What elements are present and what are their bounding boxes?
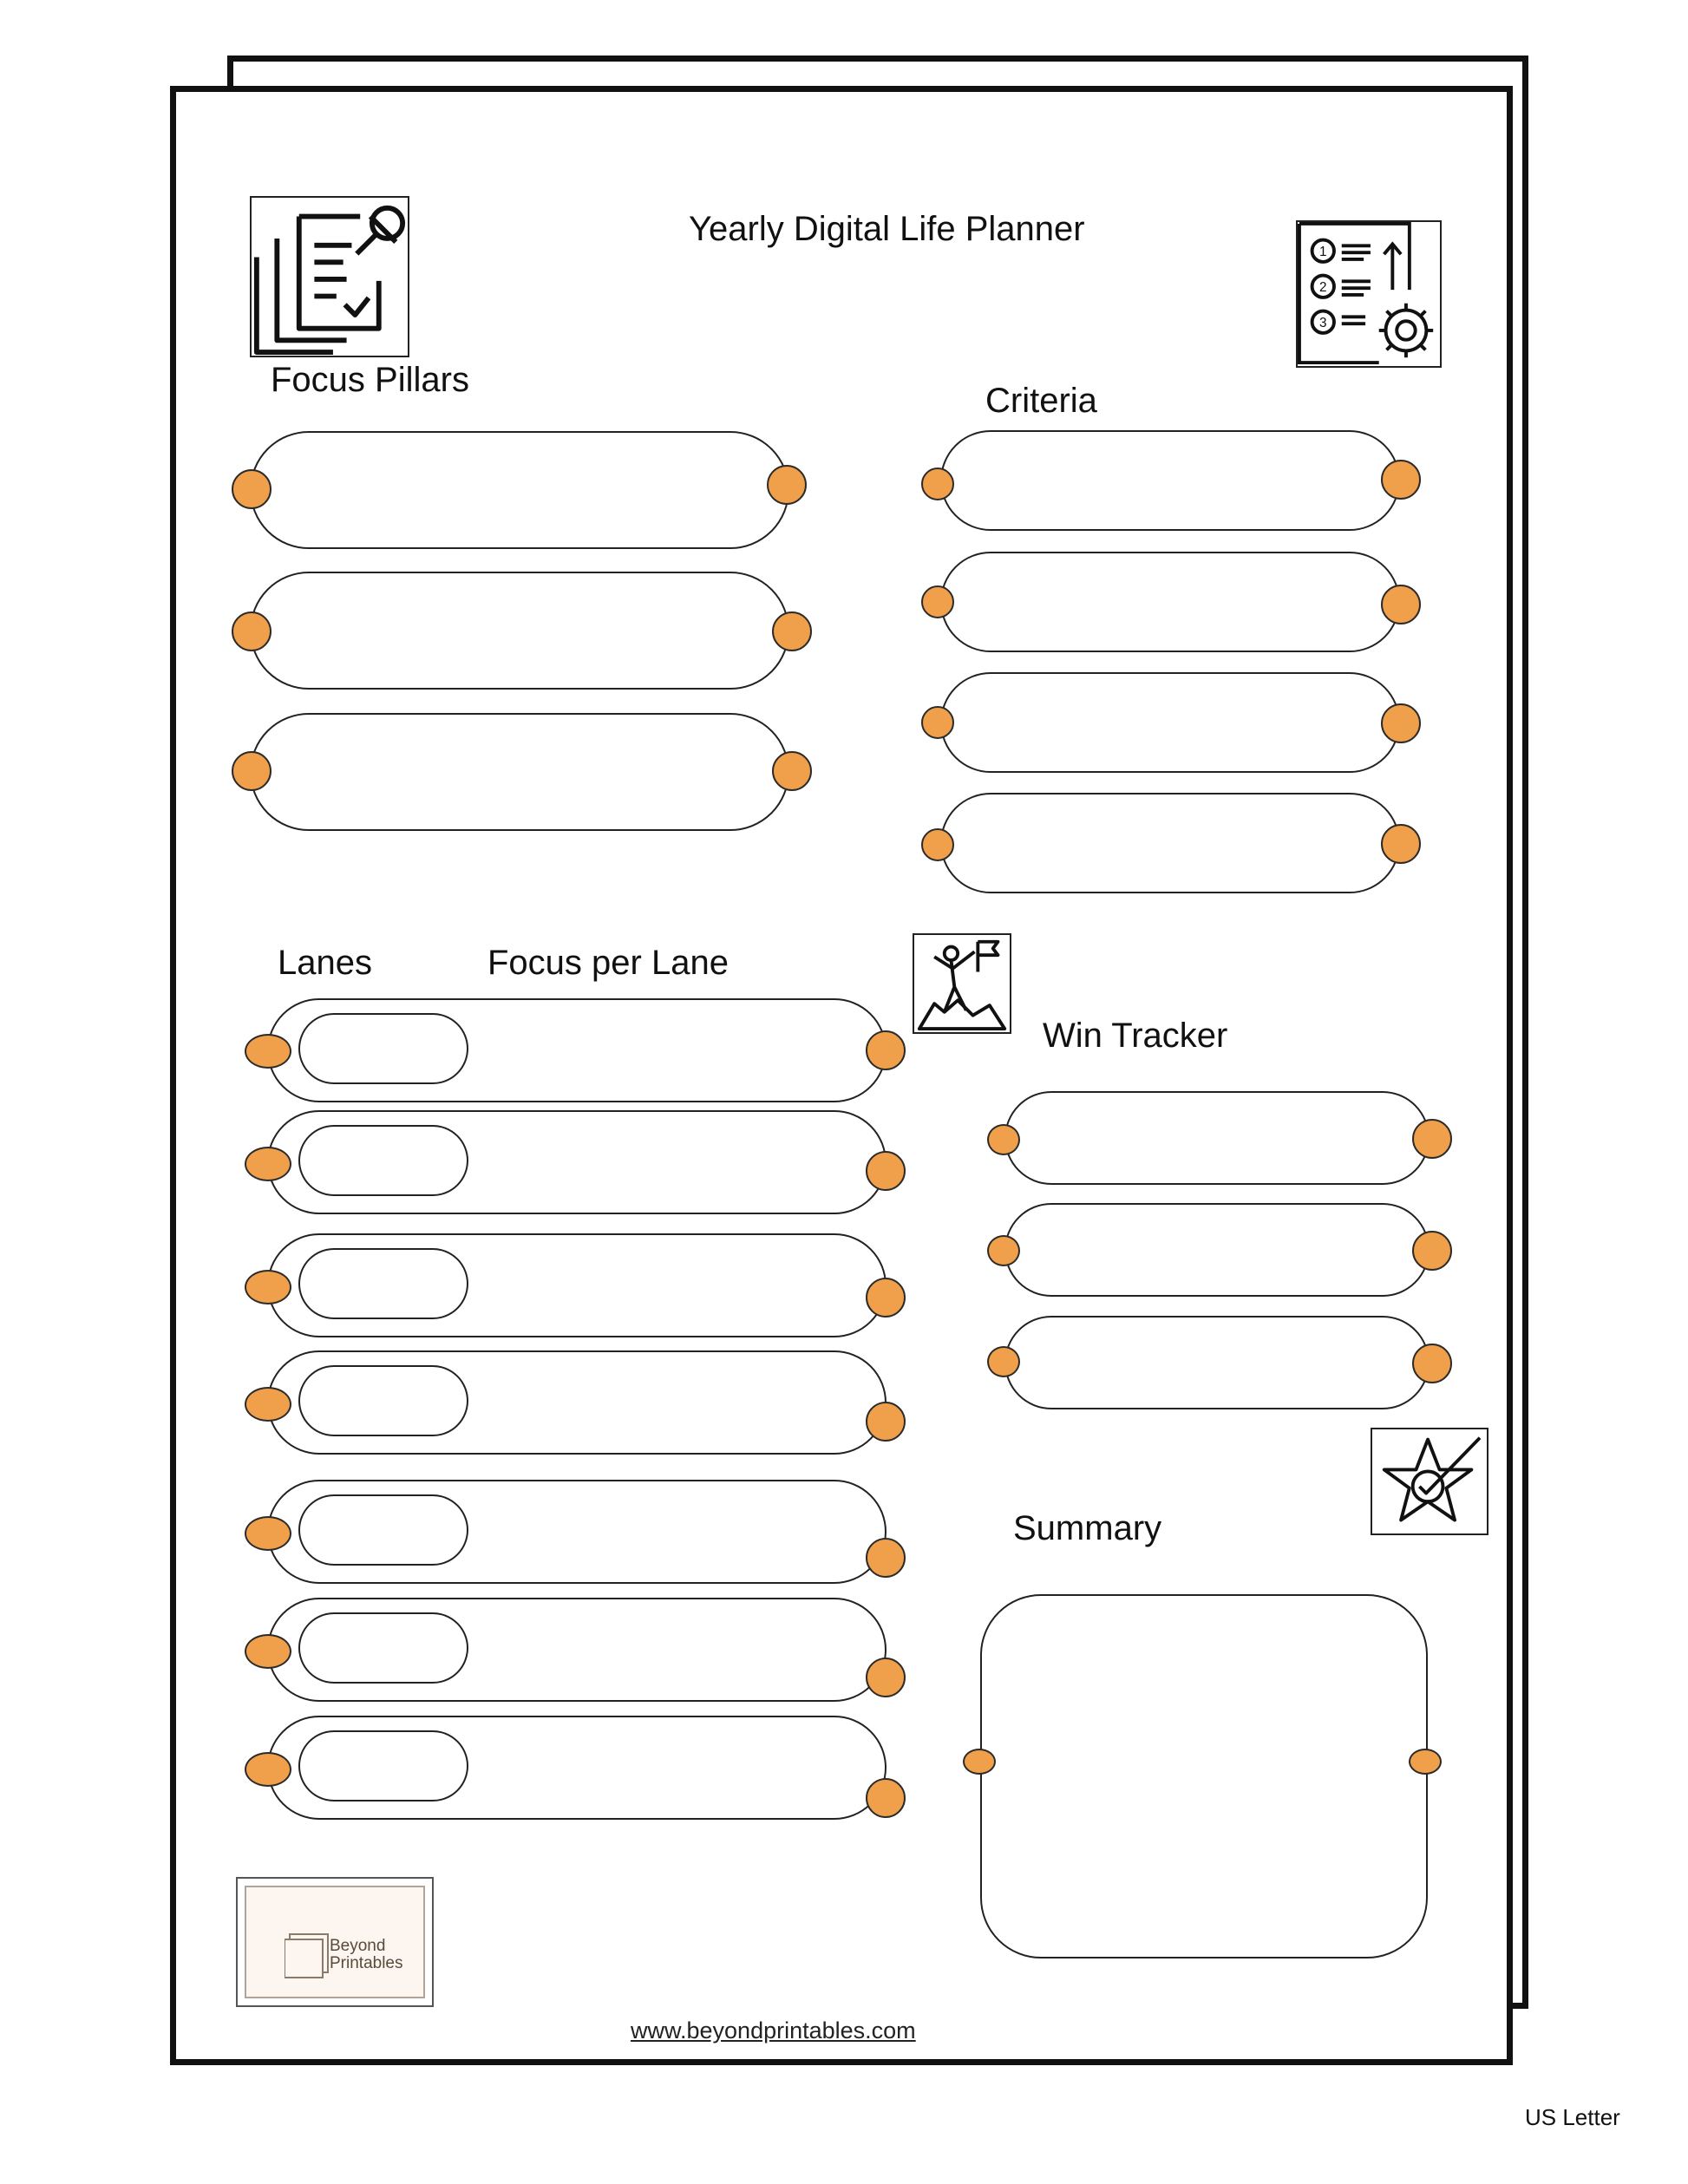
criteria-heading: Criteria <box>985 382 1097 420</box>
pill-right-dot <box>1381 703 1421 743</box>
pill-left-dot <box>921 585 954 618</box>
pill-right-dot <box>866 1658 906 1697</box>
pill-right-dot <box>1412 1231 1452 1271</box>
pill-left-dot <box>245 1634 291 1669</box>
lane-name-field[interactable] <box>298 1612 468 1684</box>
pill-right-dot <box>1381 460 1421 500</box>
pill-right-dot <box>1412 1119 1452 1159</box>
pill-right-dot <box>772 751 812 791</box>
criteria-field[interactable] <box>940 793 1400 893</box>
pill-left-dot <box>921 468 954 500</box>
pill-right-dot <box>866 1030 906 1070</box>
documents-pin-icon <box>250 196 409 357</box>
summary-heading: Summary <box>1013 1509 1162 1547</box>
pill-left-dot <box>987 1346 1020 1377</box>
pill-left-dot <box>987 1235 1020 1266</box>
criteria-field[interactable] <box>940 430 1400 531</box>
pill-right-dot <box>866 1778 906 1818</box>
focus-pillar-field[interactable] <box>250 572 789 690</box>
pill-right-dot <box>866 1278 906 1318</box>
summary-left-dot <box>963 1749 996 1775</box>
pill-left-dot <box>987 1124 1020 1155</box>
steps-settings-icon: 1 2 3 <box>1296 220 1442 368</box>
pill-left-dot <box>232 469 272 509</box>
criteria-field[interactable] <box>940 552 1400 652</box>
lane-name-field[interactable] <box>298 1730 468 1801</box>
win-tracker-field[interactable] <box>1004 1091 1430 1185</box>
focus-per-lane-heading: Focus per Lane <box>487 944 729 982</box>
lane-name-field[interactable] <box>298 1125 468 1196</box>
pill-left-dot <box>245 1516 291 1551</box>
summary-right-dot <box>1409 1749 1442 1775</box>
focus-pillars-heading: Focus Pillars <box>271 361 469 399</box>
win-tracker-field[interactable] <box>1004 1316 1430 1409</box>
website-link[interactable]: www.beyondprintables.com <box>631 2017 916 2043</box>
pill-right-dot <box>866 1538 906 1578</box>
pill-left-dot <box>921 706 954 739</box>
pill-right-dot <box>1381 585 1421 624</box>
lane-name-field[interactable] <box>298 1365 468 1436</box>
pill-left-dot <box>232 611 272 651</box>
pill-left-dot <box>245 1387 291 1422</box>
svg-text:1: 1 <box>1319 245 1327 259</box>
svg-text:2: 2 <box>1319 280 1327 295</box>
page-title: Yearly Digital Life Planner <box>689 210 1085 248</box>
lane-name-field[interactable] <box>298 1248 468 1319</box>
lane-name-field[interactable] <box>298 1013 468 1084</box>
logo-line-2: Printables <box>330 1954 403 1972</box>
brand-logo-icon: Beyond Printables <box>236 1877 434 2007</box>
pill-left-dot <box>232 751 272 791</box>
star-check-icon <box>1371 1428 1488 1535</box>
svg-text:3: 3 <box>1319 316 1327 330</box>
pill-right-dot <box>866 1151 906 1191</box>
focus-pillar-field[interactable] <box>250 713 789 831</box>
pill-right-dot <box>1412 1344 1452 1383</box>
win-tracker-heading: Win Tracker <box>1043 1017 1228 1055</box>
mountain-climber-icon <box>913 933 1011 1034</box>
pill-left-dot <box>921 828 954 861</box>
pill-left-dot <box>245 1034 291 1069</box>
lane-name-field[interactable] <box>298 1494 468 1566</box>
paper-size-label: US Letter <box>1525 2104 1620 2130</box>
pill-right-dot <box>1381 824 1421 864</box>
win-tracker-field[interactable] <box>1004 1203 1430 1297</box>
criteria-field[interactable] <box>940 672 1400 773</box>
logo-line-1: Beyond <box>330 1937 386 1955</box>
pill-left-dot <box>245 1147 291 1181</box>
lanes-heading: Lanes <box>278 944 372 982</box>
pill-right-dot <box>866 1402 906 1442</box>
summary-field[interactable] <box>980 1594 1428 1958</box>
pill-left-dot <box>245 1752 291 1787</box>
focus-pillar-field[interactable] <box>250 431 789 549</box>
pill-right-dot <box>772 611 812 651</box>
pill-left-dot <box>245 1270 291 1305</box>
pill-right-dot <box>767 465 807 505</box>
